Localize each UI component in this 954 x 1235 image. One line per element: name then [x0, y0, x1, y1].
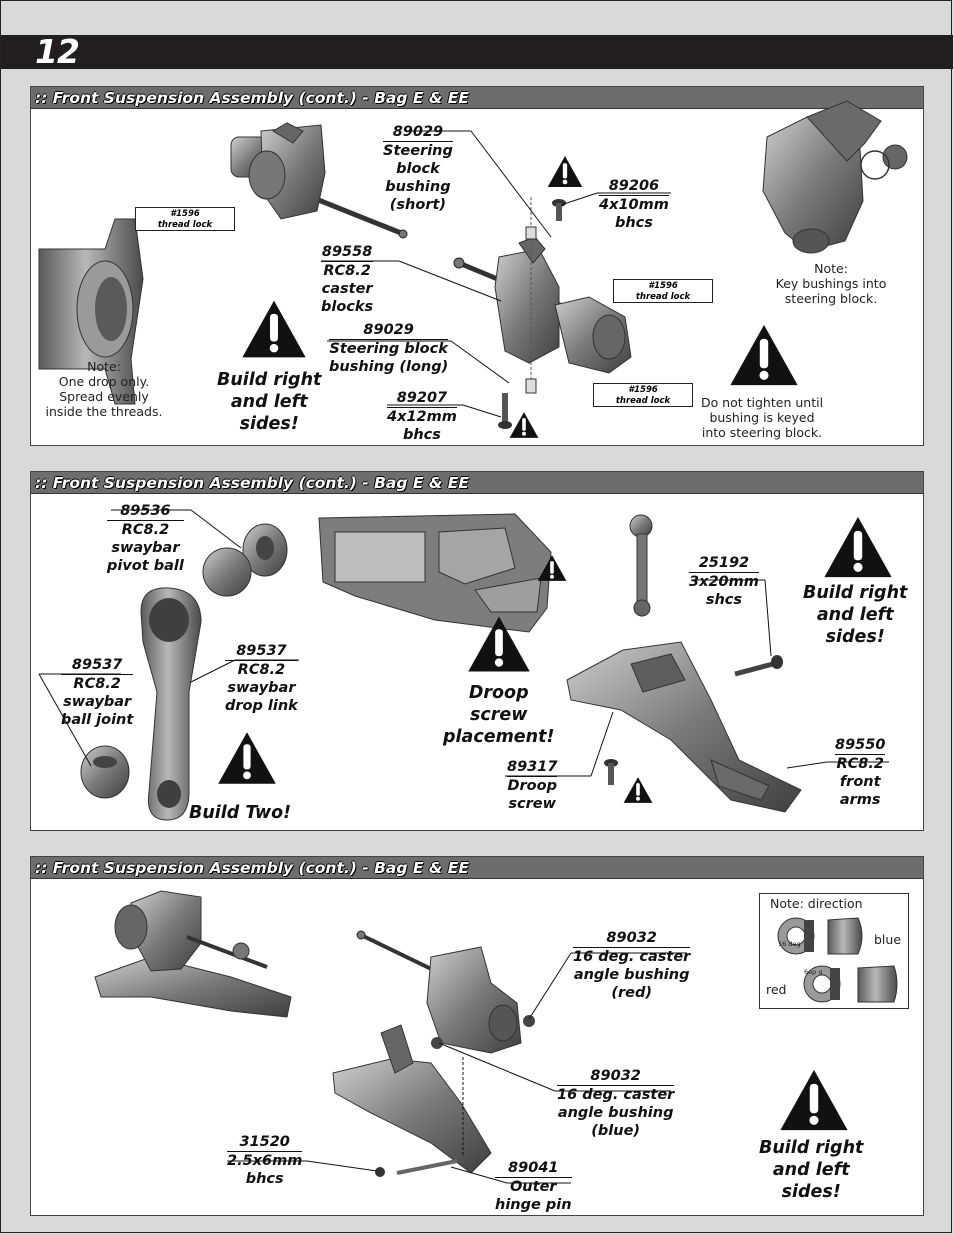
panel-caster-blocks: :: Front Suspension Assembly (cont.) - B…: [30, 86, 924, 446]
steering-block-illustration: [762, 100, 908, 254]
screw-89207: [498, 393, 512, 429]
screw-89317: [604, 759, 618, 785]
warning-triangle-icon: [547, 155, 583, 188]
label-89207: 89207 4x12mm bhcs: [387, 390, 457, 443]
suspension-arm-frame-illustration: [318, 513, 552, 633]
warning-triangle-icon: [537, 554, 567, 582]
warning-triangle-icon: [779, 1067, 849, 1133]
panel-title: :: Front Suspension Assembly (cont.) - B…: [31, 87, 923, 109]
label-89537-ball-joint: 89537 RC8.2 swaybar ball joint: [61, 657, 134, 728]
swaybar-ball-joint-illustration: [80, 745, 130, 799]
swaybar-drop-link-illustration: [140, 587, 202, 821]
label-89029-short: 89029 Steering block bushing (short): [383, 124, 453, 213]
warning-triangle-icon: [729, 323, 799, 387]
label-25192: 25192 3x20mm shcs: [689, 555, 759, 608]
label-89206: 89206 4x10mm bhcs: [599, 178, 669, 231]
note-direction-title: Note: direction: [770, 896, 863, 911]
bushing-red: [523, 1015, 535, 1027]
label-89029-long: 89029 Steering block bushing (long): [329, 322, 449, 375]
caster-block-exploded-illustration: [453, 197, 632, 394]
label-89032-blue: 89032 16 deg. caster angle bushing (blue…: [557, 1068, 675, 1139]
warning-triangle-icon: [217, 730, 277, 786]
warning-triangle-icon: [623, 776, 653, 804]
page-number: 12: [35, 32, 80, 71]
panel-caster-bushings: :: Front Suspension Assembly (cont.) - B…: [30, 856, 924, 1216]
screw-25192: [734, 655, 783, 677]
panel-swaybar: :: Front Suspension Assembly (cont.) - B…: [30, 471, 924, 831]
panel-title: :: Front Suspension Assembly (cont.) - B…: [31, 472, 923, 494]
note-key-bushings: Note:Key bushings into steering block.: [775, 261, 887, 306]
note-red: red: [766, 982, 787, 997]
screw-31520: [375, 1167, 385, 1177]
bushing-red-illustration: [803, 965, 898, 1003]
steering-knuckle-illustration: [38, 218, 144, 405]
label-89317: 89317 Droop screw: [507, 759, 558, 812]
caster-block-with-arm-illustration: [332, 930, 522, 1174]
note-blue: blue: [874, 932, 902, 947]
page-header: 12: [1, 32, 953, 71]
outer-hinge-pin: [396, 1159, 458, 1175]
warning-triangle-icon: [241, 299, 307, 359]
leader-lines: [227, 952, 687, 1184]
label-89032-red: 89032 16 deg. caster angle bushing (red): [573, 930, 691, 1001]
note-direction-box: Note: direction 16 deg 6ep g blue red: [759, 893, 909, 1009]
label-89536: 89536 RC8.2 swaybar pivot ball: [107, 503, 184, 574]
assembled-suspension-illustration: [94, 890, 292, 1018]
warning-triangle-icon: [467, 614, 531, 674]
label-89537-drop-link: 89537 RC8.2 swaybar drop link: [225, 643, 298, 714]
warning-triangle-icon: [509, 411, 539, 439]
panel-title: :: Front Suspension Assembly (cont.) - B…: [31, 857, 923, 879]
warning-build-two: Build Two!: [189, 803, 292, 823]
swaybar-pivot-ball-illustration: [202, 523, 288, 597]
warning-triangle-icon: [823, 514, 893, 580]
label-89550: 89550 RC8.2 front arms: [835, 737, 886, 808]
label-89041: 89041 Outer hinge pin: [495, 1160, 572, 1213]
bushing-mark: 16 deg: [778, 940, 801, 948]
caster-block-assembly-illustration: [230, 122, 408, 239]
bushing-blue-illustration: [777, 917, 863, 955]
label-31520: 31520 2.5x6mm bhcs: [227, 1134, 303, 1187]
bushing-mark: 6ep g: [804, 968, 823, 976]
bushing-blue: [431, 1037, 443, 1049]
front-lower-arm-illustration: [566, 641, 802, 813]
droop-link-illustration: [629, 514, 653, 617]
label-89558: 89558 RC8.2 caster blocks: [321, 244, 374, 315]
